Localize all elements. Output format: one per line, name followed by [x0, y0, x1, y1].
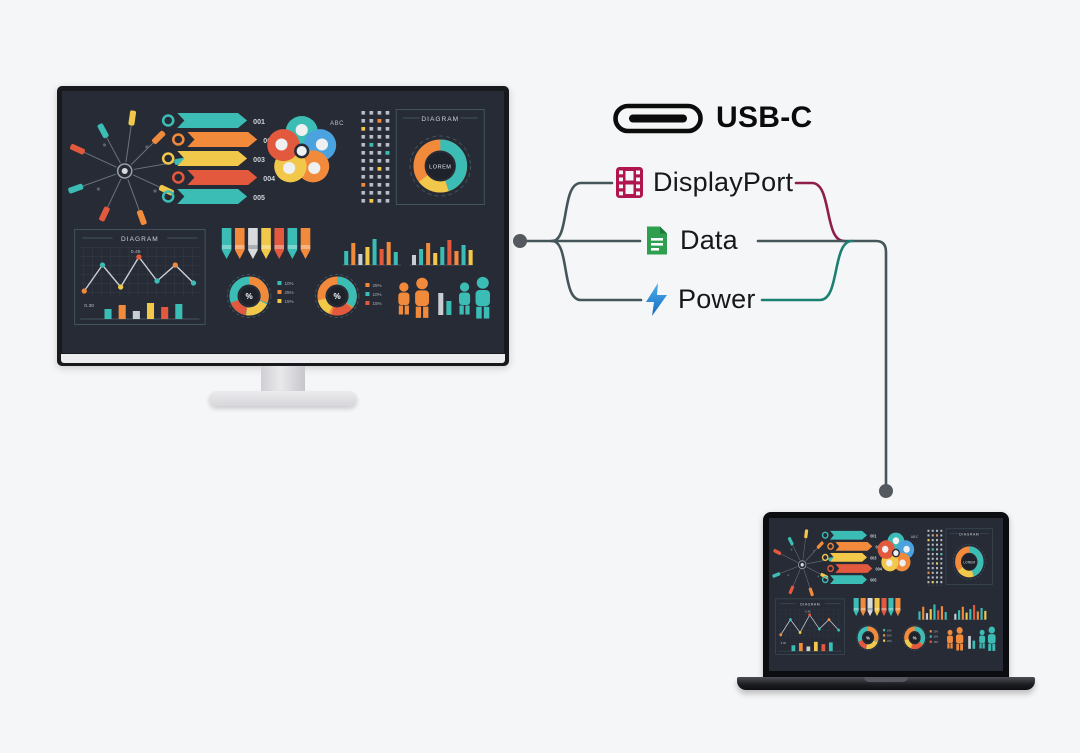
usbc-label: USB-C: [716, 101, 813, 134]
data-wire-to-laptop: [756, 239, 888, 486]
laptop-lid-notch: [864, 677, 908, 682]
data-row: Data: [644, 225, 738, 256]
displayport-row: DisplayPort: [616, 167, 793, 198]
document-icon: [647, 226, 667, 255]
power-wire: [760, 239, 854, 302]
laptop-connection-node: [879, 484, 893, 498]
usbc-label-row: USB-C: [612, 98, 813, 138]
laptop-dashboard-image: [769, 518, 1003, 671]
monitor-dashboard-image: [62, 91, 504, 353]
external-monitor: [57, 86, 509, 366]
monitor-stand-neck: [261, 366, 305, 393]
laptop-base: [737, 677, 1035, 690]
film-strip-icon: [616, 167, 643, 198]
monitor-chin-bezel: [61, 354, 505, 363]
lightning-bolt-icon: [646, 283, 667, 316]
monitor-connection-node: [513, 234, 527, 248]
power-label: Power: [678, 284, 756, 314]
data-label: Data: [680, 225, 738, 255]
monitor-stand-base: [209, 391, 357, 406]
branch-to-power-wire: [550, 239, 643, 302]
monitor-screen: [62, 91, 504, 353]
laptop: [763, 512, 1009, 677]
branch-to-displayport-wire: [550, 181, 614, 243]
laptop-screen: [769, 518, 1003, 671]
displayport-wire: [794, 181, 846, 243]
usb-c-connector-icon: [613, 103, 703, 134]
displayport-label: DisplayPort: [653, 167, 794, 197]
power-row: Power: [645, 283, 756, 316]
